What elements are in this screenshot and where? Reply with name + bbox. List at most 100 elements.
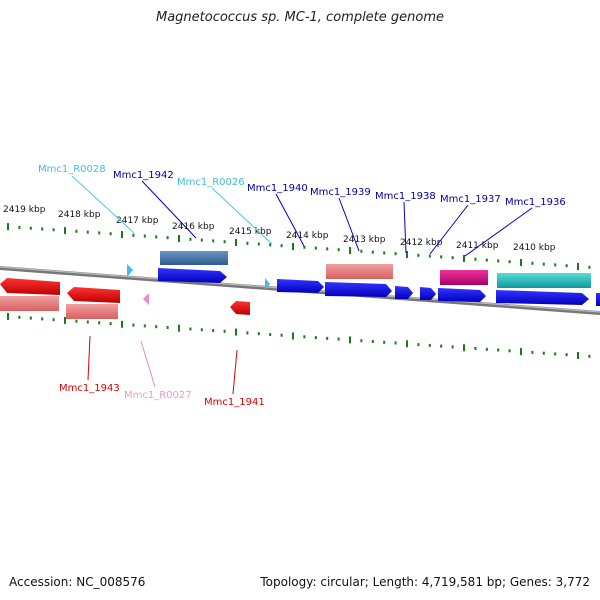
scale-tick-inner <box>109 322 112 326</box>
label-mmc1-1941[interactable]: Mmc1_1941 <box>204 397 265 408</box>
map-title: Magnetococcus sp. MC-1, complete genome <box>155 10 445 25</box>
label-mmc1-1942[interactable]: Mmc1_1942 <box>113 170 174 181</box>
leader-1938 <box>403 201 407 254</box>
label-mmc1-r0026[interactable]: Mmc1_R0026 <box>177 177 245 188</box>
scale-tick-inner <box>542 351 545 355</box>
scale-tick-outer <box>280 244 283 248</box>
label-mmc1-1937[interactable]: Mmc1_1937 <box>440 194 501 205</box>
label-mmc1-r0028[interactable]: Mmc1_R0028 <box>38 164 106 175</box>
feature-mmc1-1943[interactable] <box>67 287 120 303</box>
feature-mmc1-1939[interactable] <box>325 282 392 297</box>
feature-mmc1-1938b[interactable] <box>420 287 436 300</box>
scale-tick-outer <box>554 263 557 267</box>
scale-label-2413: 2413 kbp <box>343 235 386 245</box>
feature-mmc1-1936-teal[interactable] <box>497 273 591 288</box>
scale-tick-outer <box>166 236 169 240</box>
scale-tick-outer <box>542 262 545 266</box>
feature-mmc1-1940[interactable] <box>277 279 324 293</box>
leader-1937 <box>429 204 469 255</box>
label-mmc1-1940[interactable]: Mmc1_1940 <box>247 183 308 194</box>
scale-tick-outer <box>121 231 123 238</box>
scale-tick-inner <box>314 336 317 340</box>
scale-label-2416: 2416 kbp <box>172 222 215 232</box>
scale-tick-outer <box>75 229 78 233</box>
scale-tick-inner <box>29 316 32 320</box>
feature-edge-blue[interactable] <box>596 293 600 306</box>
scale-tick-outer <box>474 257 477 261</box>
scale-tick-outer <box>212 239 215 243</box>
feature-mmc1-1937[interactable] <box>438 288 486 302</box>
scale-tick-inner <box>531 350 534 354</box>
scale-tick-inner <box>41 317 44 321</box>
scale-tick-outer <box>565 264 568 268</box>
feature-mmc1-1939-pseudo[interactable] <box>326 264 393 279</box>
scale-tick-inner <box>257 332 260 336</box>
accession-text: Accession: NC_008576 <box>9 575 146 589</box>
feature-mmc1-1942[interactable] <box>158 268 227 283</box>
scale-tick-outer <box>189 237 192 241</box>
tick-row-outer <box>7 223 591 270</box>
scale-tick-outer <box>531 261 534 265</box>
scale-tick-inner <box>18 315 21 319</box>
scale-tick-inner <box>52 318 55 322</box>
scale-tick-inner <box>64 316 66 324</box>
scale-tick-outer <box>485 258 488 262</box>
scale-tick-inner <box>178 324 180 332</box>
scale-tick-inner <box>75 319 78 323</box>
scale-tick-inner <box>417 343 420 347</box>
scale-label-2417: 2417 kbp <box>116 216 159 226</box>
scale-tick-inner <box>200 328 203 332</box>
feature-mmc1-1942-pseudo[interactable] <box>160 251 228 265</box>
label-mmc1-1936[interactable]: Mmc1_1936 <box>505 197 566 208</box>
feature-mmc1-r0028[interactable] <box>127 264 133 277</box>
scale-tick-outer <box>406 251 408 258</box>
leader-1936 <box>464 207 533 257</box>
scale-tick-outer <box>394 252 397 256</box>
scale-tick-inner <box>554 352 557 356</box>
scale-label-2415: 2415 kbp <box>229 227 272 237</box>
scale-tick-inner <box>7 313 9 320</box>
feature-mmc1-1944[interactable] <box>0 278 60 295</box>
scale-tick-outer <box>41 227 44 231</box>
scale-tick-outer <box>246 241 249 245</box>
leader-1940 <box>275 193 305 247</box>
feature-mmc1-1943-pseudo[interactable] <box>66 304 118 319</box>
scale-tick-outer <box>235 239 237 246</box>
scale-tick-outer <box>577 263 579 270</box>
scale-tick-outer <box>200 238 203 242</box>
label-mmc1-1939[interactable]: Mmc1_1939 <box>310 187 371 198</box>
scale-tick-outer <box>371 250 374 254</box>
scale-tick-outer <box>463 255 465 262</box>
leader-r0027 <box>140 340 156 388</box>
scale-tick-outer <box>132 233 135 237</box>
label-mmc1-1943[interactable]: Mmc1_1943 <box>59 383 120 394</box>
scale-tick-outer <box>303 245 306 249</box>
leader-r0028 <box>71 175 135 234</box>
leader-1943 <box>87 335 91 381</box>
feature-mmc1-1937-magenta[interactable] <box>440 270 488 285</box>
scale-tick-outer <box>451 256 454 260</box>
feature-mmc1-r0026[interactable] <box>265 278 270 290</box>
scale-tick-inner <box>337 337 340 341</box>
scale-label-2410: 2410 kbp <box>513 243 556 253</box>
scale-label-2414: 2414 kbp <box>286 231 329 241</box>
feature-mmc1-1936[interactable] <box>496 290 589 305</box>
scale-label-2412: 2412 kbp <box>400 238 443 248</box>
feature-mmc1-1944-pseudo[interactable] <box>0 296 59 311</box>
scale-tick-inner <box>269 333 272 336</box>
label-mmc1-r0027[interactable]: Mmc1_R0027 <box>124 390 192 401</box>
feature-mmc1-1938[interactable] <box>395 286 413 299</box>
scale-tick-inner <box>463 344 465 352</box>
scale-tick-inner <box>394 341 397 345</box>
feature-mmc1-1941[interactable] <box>230 301 250 315</box>
scale-tick-outer <box>64 227 66 235</box>
scale-tick-inner <box>520 348 522 356</box>
scale-tick-outer <box>292 243 294 250</box>
scale-tick-inner <box>497 348 500 352</box>
label-mmc1-1938[interactable]: Mmc1_1938 <box>375 191 436 202</box>
feature-mmc1-r0027[interactable] <box>143 293 149 305</box>
scale-tick-inner <box>349 336 351 344</box>
scale-tick-outer <box>314 246 317 250</box>
leader-r0026 <box>211 187 273 245</box>
